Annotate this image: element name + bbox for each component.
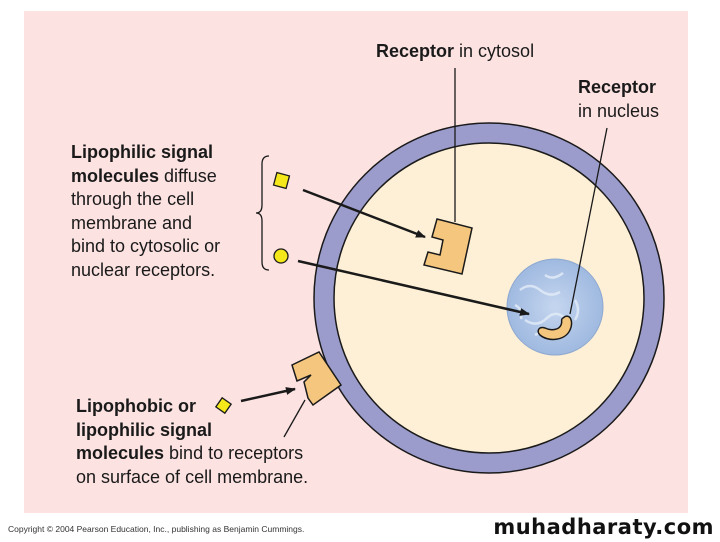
lipophilic-signal-circle xyxy=(273,248,289,264)
receptor-cytosol-rest: in cytosol xyxy=(454,41,535,61)
lipophobic-line-3-rest: bind to receptors xyxy=(164,443,304,463)
arrow-to-cytosolic-receptor xyxy=(302,188,426,239)
lipophilic-line-3: through the cell xyxy=(71,189,195,209)
receptor-cytosol-label: Receptor in cytosol xyxy=(376,40,534,64)
lipophobic-line-2: lipophilic signal xyxy=(76,419,213,440)
lipophilic-description: Lipophilic signal molecules diffuse thro… xyxy=(71,141,220,282)
lipophilic-line-6: nuclear receptors. xyxy=(71,259,216,280)
lipophobic-line-3-bold: molecules xyxy=(76,443,165,463)
arrow-to-nuclear-receptor xyxy=(297,259,530,316)
lipophilic-line-1: Lipophilic signal xyxy=(71,142,214,162)
receptor-cytosol-bold: Receptor xyxy=(376,41,455,61)
nuclear-receptor xyxy=(537,315,573,341)
surface-receptor-leader-line xyxy=(283,399,306,438)
receptor-nucleus-bold: Receptor xyxy=(578,77,657,97)
lipophobic-line-1: Lipophobic or xyxy=(76,396,196,416)
arrow-to-surface-receptor xyxy=(240,387,296,403)
lipophilic-line-2-rest: diffuse xyxy=(159,165,217,186)
receptor-nucleus-label: Receptor in nucleus xyxy=(578,76,659,123)
lipophilic-line-5: bind to cytosolic or xyxy=(71,236,221,256)
lipophobic-signal-square xyxy=(214,396,233,415)
cytoplasm xyxy=(333,142,645,454)
receptor-nucleus-rest: in nucleus xyxy=(578,100,660,121)
membrane-surface-receptor xyxy=(291,351,343,407)
grouping-brace xyxy=(255,155,270,271)
watermark: muhadharaty.com xyxy=(493,515,714,539)
nucleus-receptor-leader-line xyxy=(569,127,608,315)
lipophilic-signal-square xyxy=(272,171,291,190)
copyright-notice: Copyright © 2004 Pearson Education, Inc.… xyxy=(8,524,305,534)
lipophobic-line-4: on surface of cell membrane. xyxy=(76,466,309,487)
nucleus xyxy=(506,258,604,356)
cytosolic-receptor xyxy=(423,218,473,275)
lipophilic-line-4: membrane and xyxy=(71,212,193,233)
lipophobic-description: Lipophobic or lipophilic signal molecule… xyxy=(76,395,308,489)
lipophilic-line-2-bold: molecules xyxy=(71,165,160,186)
